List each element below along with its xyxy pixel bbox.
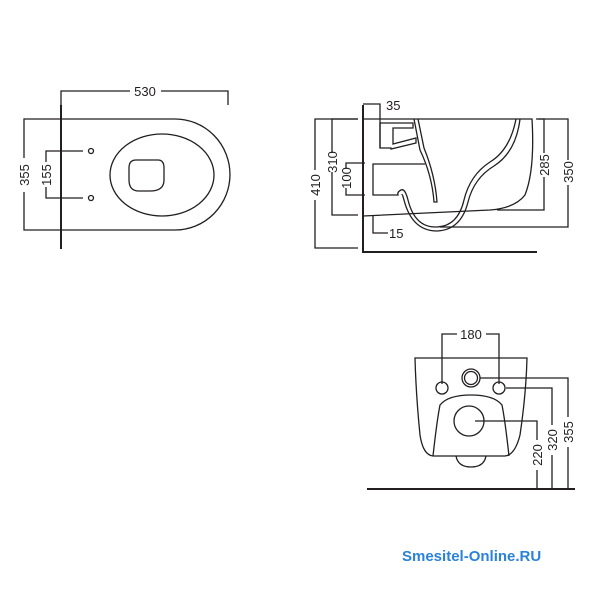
dim-line-35 <box>363 103 381 148</box>
dim-350: 350 <box>561 161 576 183</box>
trap <box>372 118 521 232</box>
inner-wall <box>413 118 438 203</box>
dim-15: 15 <box>389 226 403 241</box>
dim-line-355 <box>480 377 569 489</box>
dim-line-310 <box>331 118 358 216</box>
dim-530: 530 <box>134 84 156 99</box>
dim-line-220 <box>475 420 538 489</box>
dim-285: 285 <box>537 154 552 176</box>
bowl-outline <box>61 118 231 231</box>
bowl-outline <box>362 118 534 217</box>
dim-line-180 <box>441 333 500 384</box>
dim-180: 180 <box>460 327 482 342</box>
dim-220: 220 <box>530 444 545 466</box>
dim-line-350 <box>440 118 569 228</box>
dim-100: 100 <box>339 167 354 189</box>
dim-line-320 <box>506 387 553 489</box>
bowl-outline <box>414 357 528 457</box>
side-view: 35 15 410 310 100 285 350 <box>308 98 576 253</box>
front-view: 180 220 320 355 <box>367 327 576 490</box>
dim-410: 410 <box>308 174 323 196</box>
fixing-hole <box>87 147 95 155</box>
fixing-hole <box>87 194 95 202</box>
dim-line-15 <box>372 216 388 234</box>
seat-opening <box>128 159 165 192</box>
foot-outline <box>455 455 487 468</box>
dim-line-355 <box>23 118 61 231</box>
dim-310: 310 <box>325 151 340 173</box>
dim-line-530 <box>60 90 229 105</box>
dim-320: 320 <box>545 429 560 451</box>
seat-outline <box>432 394 510 457</box>
top-view: 530 355 155 <box>17 84 231 249</box>
dim-155: 155 <box>39 164 54 186</box>
dim-35: 35 <box>386 98 400 113</box>
inlet <box>379 122 417 150</box>
inlet-hole-inner <box>463 370 479 386</box>
watermark: Smesitel-Online.RU <box>402 548 542 565</box>
dim-355: 355 <box>561 421 576 443</box>
dim-355: 355 <box>17 164 32 186</box>
dim-line-100 <box>345 162 365 196</box>
wall-floor-line <box>362 105 537 253</box>
dim-line-155 <box>45 150 83 199</box>
rim-outline <box>109 133 215 217</box>
